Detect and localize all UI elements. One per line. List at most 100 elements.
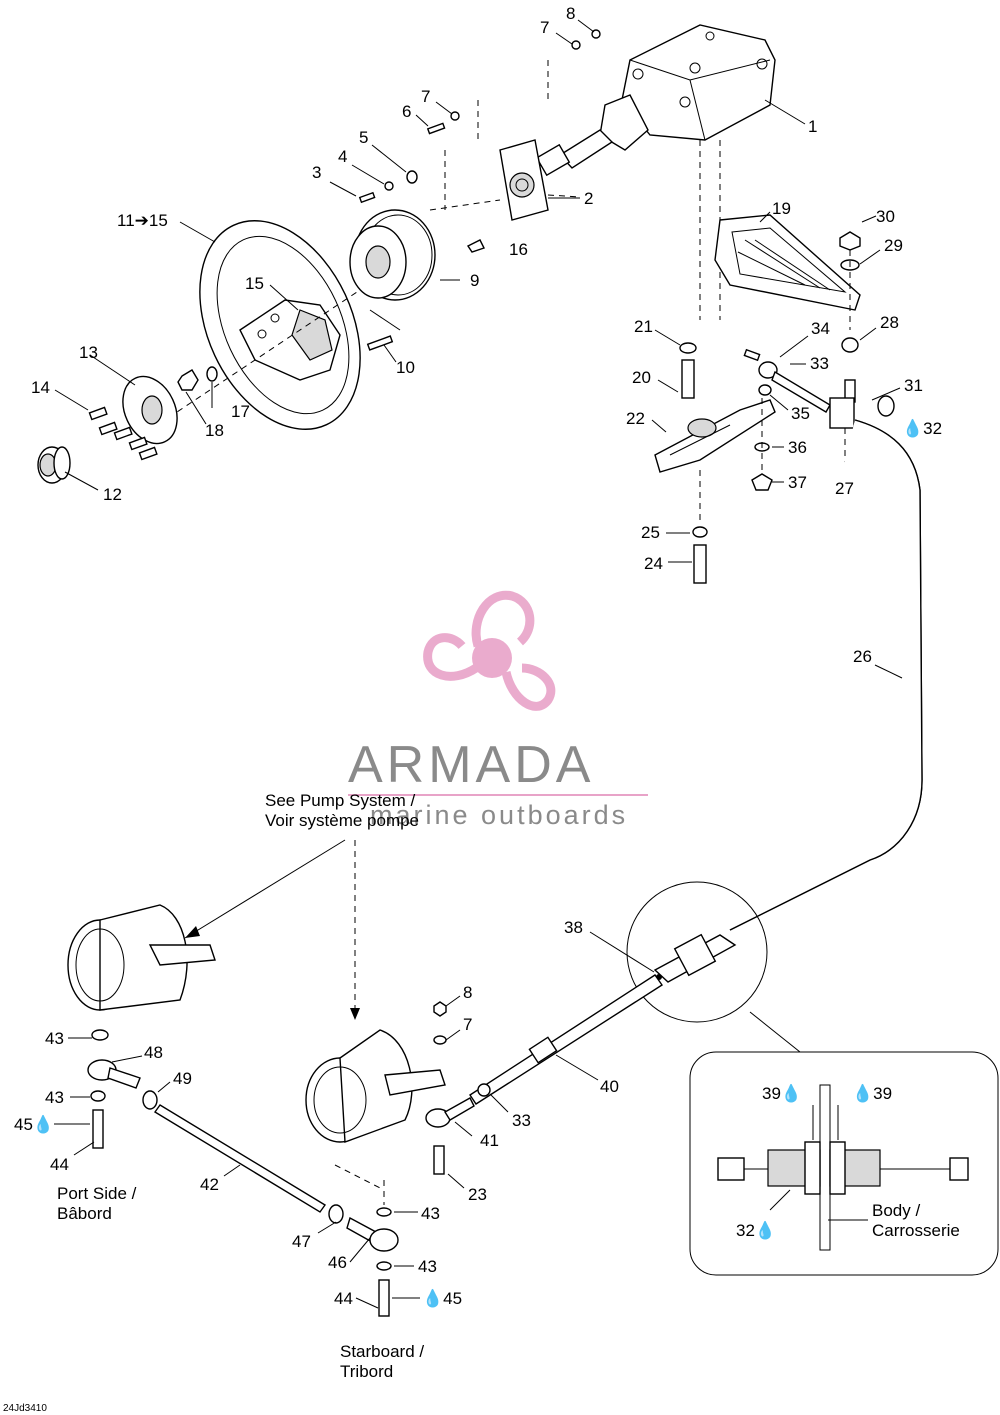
hardware-3-8 <box>358 29 601 204</box>
steering-hub-part-9 <box>349 209 485 301</box>
nut-part-33 <box>477 1083 491 1097</box>
port-nozzle <box>67 904 216 1011</box>
steering-wheel-part-11-15 <box>199 220 361 430</box>
label-27: 27 <box>835 479 854 498</box>
part-labels: 1 2 3 4 5 6 7 7 8 9 10 11➔15 12 13 14 15… <box>14 4 942 1308</box>
label-43d: 43 <box>418 1257 437 1276</box>
label-45b: 💧45 <box>422 1288 462 1308</box>
nut-part-47 <box>328 1204 344 1224</box>
detail-inset-box <box>689 1051 999 1276</box>
note-pump-en: See Pump System / <box>265 791 416 810</box>
tie-rod-part-42 <box>153 1104 327 1213</box>
label-32b: 32💧 <box>736 1220 776 1240</box>
label-20: 20 <box>632 368 651 387</box>
label-41: 41 <box>480 1131 499 1150</box>
label-22: 22 <box>626 409 645 428</box>
label-39b: 💧39 <box>852 1083 892 1103</box>
label-33a: 33 <box>810 354 829 373</box>
label-30: 30 <box>876 207 895 226</box>
bulkhead-fitting-detail <box>717 1084 969 1251</box>
note-port-en: Port Side / <box>57 1184 137 1203</box>
label-7b: 7 <box>540 18 549 37</box>
bolt-part-24 <box>693 544 707 584</box>
label-33b: 33 <box>512 1111 531 1130</box>
label-26: 26 <box>853 647 872 666</box>
label-17: 17 <box>231 402 250 421</box>
label-48: 48 <box>144 1043 163 1062</box>
label-38: 38 <box>564 918 583 937</box>
label-43c: 43 <box>421 1204 440 1223</box>
label-36: 36 <box>788 438 807 457</box>
label-16: 16 <box>509 240 528 259</box>
bolt-part-20 <box>681 359 695 399</box>
document-code: 24Jd3410 <box>3 1403 47 1414</box>
label-6: 6 <box>402 102 411 121</box>
watermark-brand: ARMADA <box>348 736 594 794</box>
label-42: 42 <box>200 1175 219 1194</box>
mounting-plate-part-2 <box>499 139 549 221</box>
detail-circle <box>626 881 768 1023</box>
cable-rod-part-40 <box>469 974 663 1105</box>
armada-propeller-logo <box>423 590 556 711</box>
pump-arrow-port <box>184 839 346 939</box>
rod-sleeve <box>528 1036 558 1064</box>
label-32: 💧32 <box>902 418 942 438</box>
steering-arm-part-22 <box>654 399 776 473</box>
bushing-part-28 <box>841 337 859 353</box>
note-pump-fr: Voir système pompe <box>265 811 419 830</box>
label-47: 47 <box>292 1232 311 1251</box>
note-starboard-fr: Tribord <box>340 1362 393 1381</box>
label-11-15: 11➔15 <box>117 211 168 230</box>
watermark-tagline: marine outboards <box>370 800 628 830</box>
ball-joint-33-37 <box>743 348 778 491</box>
label-4: 4 <box>338 147 347 166</box>
steering-housing-part-1 <box>535 24 776 177</box>
label-40: 40 <box>600 1077 619 1096</box>
adapter-part-13 <box>88 375 178 461</box>
label-1: 1 <box>808 117 817 136</box>
washer-part-21 <box>679 342 697 354</box>
washer-part-25 <box>692 526 708 538</box>
label-43a: 43 <box>45 1029 64 1048</box>
label-15: 15 <box>245 274 264 293</box>
label-37: 37 <box>788 473 807 492</box>
starboard-nozzle <box>305 1029 446 1143</box>
label-23: 23 <box>468 1185 487 1204</box>
label-46: 46 <box>328 1253 347 1272</box>
nut-part-30 <box>839 231 861 251</box>
cable-end-fitting-38 <box>653 933 737 983</box>
leader-lines <box>54 19 903 1309</box>
label-31: 31 <box>904 376 923 395</box>
label-29: 29 <box>884 236 903 255</box>
screw-part-10 <box>366 335 394 351</box>
bracket-part-19 <box>714 214 861 311</box>
label-14: 14 <box>31 378 50 397</box>
port-ball-joint-hardware <box>87 1029 158 1149</box>
cable-fitting-27-31 <box>771 370 895 429</box>
label-13: 13 <box>79 343 98 362</box>
label-43b: 43 <box>45 1088 64 1107</box>
label-25: 25 <box>641 523 660 542</box>
label-49: 49 <box>173 1069 192 1088</box>
label-19: 19 <box>772 199 791 218</box>
note-starboard-en: Starboard / <box>340 1342 424 1361</box>
label-3: 3 <box>312 163 321 182</box>
label-28: 28 <box>880 313 899 332</box>
label-34: 34 <box>811 319 830 338</box>
note-body-fr: Carrosserie <box>872 1221 960 1240</box>
label-2: 2 <box>584 189 593 208</box>
label-39a: 39💧 <box>762 1083 802 1103</box>
label-7a: 7 <box>421 87 430 106</box>
label-9: 9 <box>470 271 479 290</box>
label-7c: 7 <box>463 1015 472 1034</box>
label-10: 10 <box>396 358 415 377</box>
label-12: 12 <box>103 485 122 504</box>
label-35: 35 <box>791 404 810 423</box>
label-8a: 8 <box>566 4 575 23</box>
label-45a: 45💧 <box>14 1114 54 1134</box>
label-18: 18 <box>205 421 224 440</box>
cap-part-12 <box>37 446 71 484</box>
label-21: 21 <box>634 317 653 336</box>
nut-washer-17-18 <box>177 366 218 391</box>
